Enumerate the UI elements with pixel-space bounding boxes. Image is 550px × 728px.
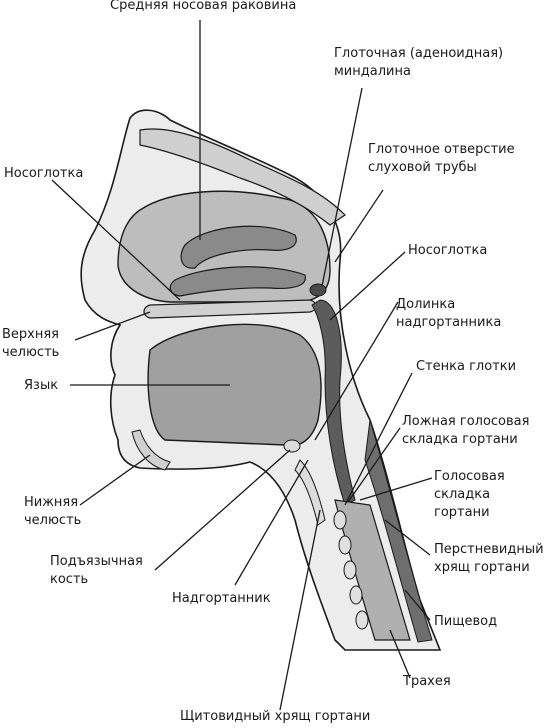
inferior-turbinate-shape [169, 266, 306, 297]
thyroid-cartilage-shape [294, 459, 326, 526]
leader-mandible [79, 454, 151, 506]
leader-hyoid [154, 449, 291, 571]
leader-thyroid-cartilage [279, 509, 321, 711]
trachea-rings [333, 510, 369, 630]
middle-turbinate-shape [180, 225, 297, 269]
label-hyoid: Подъязычная кость [50, 554, 143, 587]
leader-esophagus [404, 589, 431, 621]
skull-bone [139, 128, 346, 226]
leader-false-vocal-fold [347, 427, 401, 503]
label-middle-turbinate: Средняя носовая раковина [110, 0, 297, 13]
leader-vocal-fold [359, 477, 433, 501]
label-vocal-fold: Голосовая складка гортани [434, 469, 505, 520]
label-mandible: Нижняя челюсть [24, 495, 82, 528]
leader-nasopharynx-left [51, 179, 181, 301]
label-maxilla: Верхняя челюсть [2, 327, 60, 360]
label-adenoid: Глоточная (аденоидная) миндалина [334, 46, 504, 79]
tongue-shape [147, 323, 322, 447]
leader-maxilla [74, 311, 151, 341]
leader-epiglottis [234, 459, 309, 586]
label-pharynx-wall: Стенка глотки [416, 359, 517, 374]
leader-pharynx-wall [344, 372, 413, 506]
label-nasopharynx-right: Носоглотка [408, 243, 488, 258]
leader-nasopharynx-right [329, 251, 406, 321]
mandible-shape [131, 429, 171, 471]
hard-palate [143, 299, 317, 319]
label-thyroid-cartilage: Щитовидный хрящ гортани [180, 709, 371, 724]
label-nasopharynx-left: Носоглотка [4, 166, 84, 181]
label-false-vocal-fold: Ложная голосовая складка гортани [402, 414, 530, 447]
label-cricoid: Перстневидный хрящ гортани [434, 542, 544, 575]
hyoid-shape [283, 439, 301, 453]
leader-cricoid [384, 519, 431, 556]
adenoid-shape [309, 283, 327, 297]
label-vallecula: Долинка надгортанника [396, 297, 502, 330]
leader-eustachian [334, 189, 384, 263]
leader-trachea [389, 629, 411, 679]
label-esophagus: Пищевод [434, 614, 498, 629]
label-trachea: Трахея [403, 674, 451, 689]
label-epiglottis: Надгортанник [172, 591, 271, 606]
leader-adenoid [321, 87, 363, 287]
label-eustachian-opening: Глоточное отверстие слуховой трубы [368, 142, 515, 175]
leader-vallecula [314, 301, 399, 441]
label-tongue: Язык [24, 378, 59, 393]
leader-lines [51, 20, 433, 711]
